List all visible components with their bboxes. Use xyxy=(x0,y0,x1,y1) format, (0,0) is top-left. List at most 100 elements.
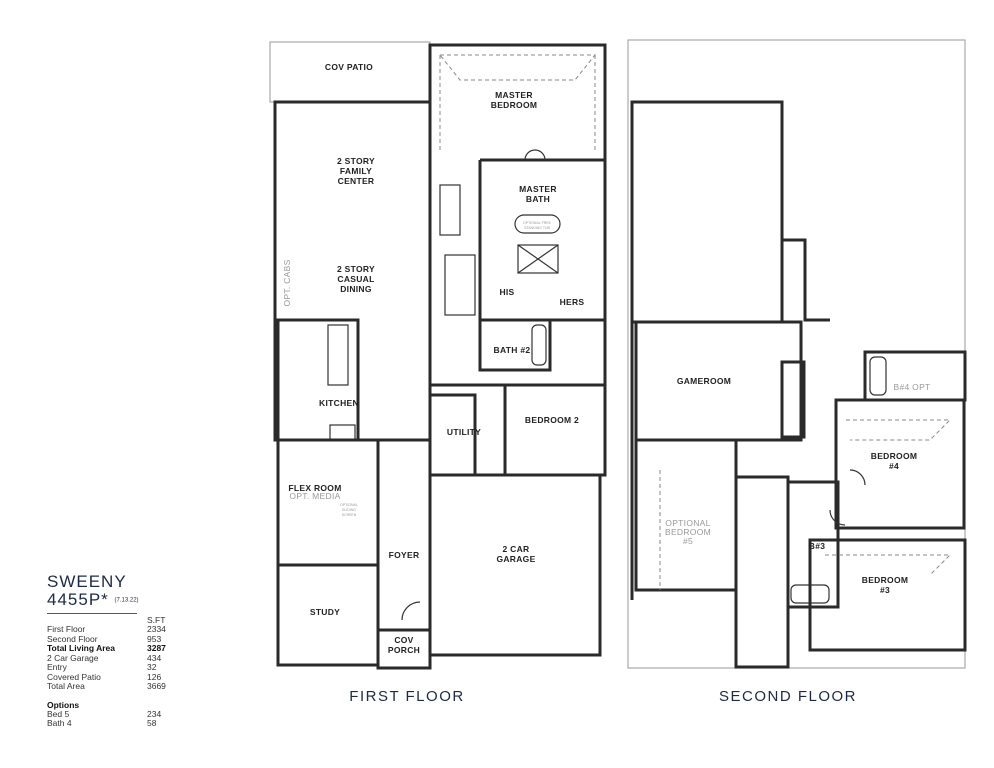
kitchen-walls xyxy=(276,318,360,442)
area-value: 58 xyxy=(147,718,157,729)
room-label-his: HIS xyxy=(499,287,514,297)
bedroom4-walls xyxy=(834,398,966,530)
room-label-flex-room: FLEX ROOM xyxy=(288,483,341,493)
area-label: Entry xyxy=(47,662,67,673)
area-value: 953 xyxy=(147,633,162,644)
svg-text:#5: #5 xyxy=(683,536,693,546)
svg-text:OPTIONAL: OPTIONAL xyxy=(340,503,358,507)
opt-cabs-label: OPT. CABS xyxy=(282,259,292,306)
area-row: First Floor 2334 xyxy=(47,625,187,635)
room-label-foyer: FOYER xyxy=(389,550,420,560)
room-label-master-bath: MASTER xyxy=(519,184,557,194)
area-label: Total Living Area xyxy=(47,643,116,654)
area-value: 434 xyxy=(147,652,162,663)
area-value: 3669 xyxy=(147,681,166,692)
front-door-swing xyxy=(401,601,421,621)
svg-text:FAMILY: FAMILY xyxy=(340,166,372,176)
room-label-optional-bedroom5: OPTIONAL xyxy=(665,518,710,528)
plan-code: 4455P* (7.13.22) xyxy=(47,590,139,609)
svg-text:#4: #4 xyxy=(889,461,899,471)
svg-text:PORCH: PORCH xyxy=(388,645,420,655)
room-label-hers: HERS xyxy=(560,297,585,307)
garage-walls xyxy=(428,473,602,657)
room-label-bedroom3: BEDROOM xyxy=(862,575,909,585)
plan-date: (7.13.22) xyxy=(114,597,139,604)
room-label-kitchen: KITCHEN xyxy=(319,398,359,408)
options-title: Options xyxy=(47,699,80,710)
room-label-b4-opt: B#4 OPT xyxy=(893,382,930,392)
room-label-gameroom: GAMEROOM xyxy=(677,376,731,386)
area-label: Bed 5 xyxy=(47,708,70,719)
svg-text:BEDROOM: BEDROOM xyxy=(665,527,711,537)
area-row: Covered Patio 126 xyxy=(47,671,187,683)
area-value: 2334 xyxy=(147,624,166,635)
area-row: Entry 32 xyxy=(47,663,187,673)
sqft-header-row: S.FT xyxy=(147,614,166,625)
room-label-bath2: BATH #2 xyxy=(494,345,531,355)
first-floor-plan: COV PATIO MASTER BEDROOM MASTER BATH OPT… xyxy=(269,41,607,705)
svg-text:BEDROOM: BEDROOM xyxy=(491,100,538,110)
study-walls xyxy=(276,563,380,667)
svg-text:CASUAL: CASUAL xyxy=(337,274,374,284)
area-label: Bath 4 xyxy=(47,718,72,729)
cov-patio-outline xyxy=(269,41,431,103)
area-label: Second Floor xyxy=(47,633,98,644)
room-label-master-bedroom: MASTER xyxy=(495,90,533,100)
area-value: 3287 xyxy=(147,643,166,654)
area-label: Total Area xyxy=(47,681,85,692)
flex-opt-media: OPT. MEDIA xyxy=(289,491,340,501)
room-label-study: STUDY xyxy=(310,607,340,617)
room-label-bedroom4: BEDROOM xyxy=(871,451,918,461)
tub-note: OPTIONAL FREE xyxy=(523,221,552,225)
first-floor-title: FIRST FLOOR xyxy=(349,688,464,705)
plan-name: SWEENY xyxy=(47,572,127,591)
area-row: Bath 4 58 xyxy=(47,719,187,729)
svg-text:#3: #3 xyxy=(880,585,890,595)
svg-text:SLIDING: SLIDING xyxy=(342,508,356,512)
porch-walls xyxy=(376,628,432,670)
svg-text:SCREEN: SCREEN xyxy=(342,513,357,517)
room-label-bedroom2: BEDROOM 2 xyxy=(525,415,579,425)
bath4-walls xyxy=(863,350,967,402)
area-row: Total Living Area 3287 xyxy=(47,644,187,654)
bath2-walls xyxy=(478,318,552,372)
utility-walls xyxy=(428,393,477,477)
area-label: First Floor xyxy=(47,624,86,635)
svg-text:BATH: BATH xyxy=(526,194,550,204)
area-label: 2 Car Garage xyxy=(47,652,99,663)
second-floor-plan: GAMEROOM B#4 OPT BEDROOM #4 OPTIONAL BED… xyxy=(627,39,967,705)
room-label-casual-dining: 2 STORY xyxy=(337,264,375,274)
svg-text:STANDING TUB: STANDING TUB xyxy=(524,226,550,230)
svg-text:GARAGE: GARAGE xyxy=(496,554,535,564)
room-label-cov-patio: COV PATIO xyxy=(325,62,373,72)
area-value: 126 xyxy=(147,671,162,682)
area-value: 32 xyxy=(147,662,157,673)
room-label-family-center: 2 STORY xyxy=(337,156,375,166)
second-floor-title: SECOND FLOOR xyxy=(719,688,857,705)
svg-text:CENTER: CENTER xyxy=(338,176,375,186)
ceiling-line xyxy=(439,54,597,81)
area-value: 234 xyxy=(147,708,162,719)
area-row: Bed 5 234 xyxy=(47,708,187,720)
open-area-walls xyxy=(630,100,784,324)
flex-walls xyxy=(276,438,380,567)
area-row: 2 Car Garage 434 xyxy=(47,652,187,664)
room-label-utility: UTILITY xyxy=(447,427,481,437)
plan-legend: SWEENY 4455P* (7.13.22) S.FT First Floor… xyxy=(47,573,187,729)
room-label-b3: B#3 xyxy=(809,541,826,551)
bedroom5-walls xyxy=(634,438,738,592)
svg-text:DINING: DINING xyxy=(340,284,372,294)
room-label-garage: 2 CAR xyxy=(502,544,529,554)
area-label: Covered Patio xyxy=(47,671,101,682)
tub-outline xyxy=(514,214,561,234)
area-row: Total Area 3669 xyxy=(47,682,187,692)
shower xyxy=(517,244,559,274)
open-to-below-outline xyxy=(627,39,966,669)
room-label-cov-porch: COV xyxy=(394,635,413,645)
divider xyxy=(47,612,137,614)
bedroom3-walls xyxy=(808,538,967,652)
area-row: Second Floor 953 xyxy=(47,633,187,645)
